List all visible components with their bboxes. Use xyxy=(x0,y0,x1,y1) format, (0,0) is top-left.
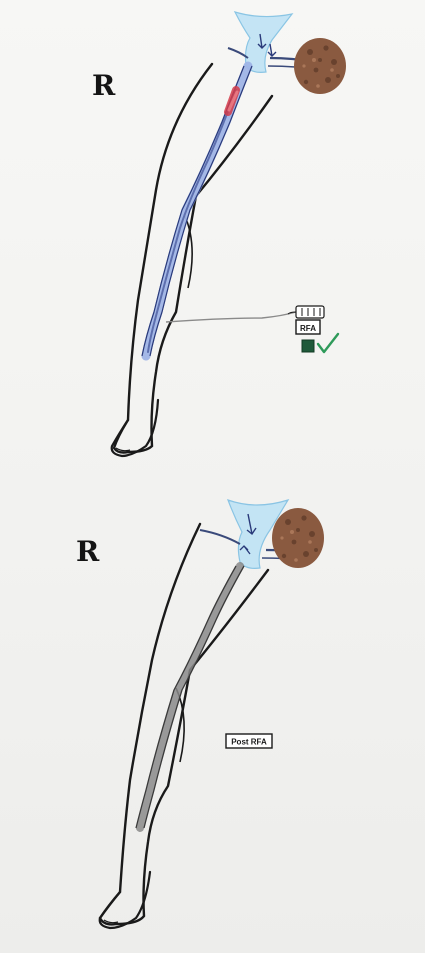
top-junction xyxy=(235,12,292,72)
top-check-mark xyxy=(318,334,338,352)
top-rfa-label: RFA xyxy=(300,324,316,333)
bottom-lymph-node xyxy=(272,508,324,568)
top-side-label: R xyxy=(92,72,115,100)
top-vein-wall-right xyxy=(150,66,252,356)
top-cable xyxy=(166,312,296,322)
bottom-ablated-vein xyxy=(140,566,240,828)
bottom-panel: Post RFA R xyxy=(0,480,425,953)
top-panel: RFA R xyxy=(0,0,425,480)
top-leg-outline-left xyxy=(114,64,212,453)
bottom-post-rfa-label: Post RFA xyxy=(231,738,267,747)
top-branch-left xyxy=(228,48,248,58)
bottom-branch-left xyxy=(200,530,240,544)
bottom-leg-outline-left xyxy=(100,524,200,924)
top-connector xyxy=(288,306,324,318)
top-leg-illustration: RFA xyxy=(0,0,425,480)
top-leg-outline-right xyxy=(128,96,272,452)
bottom-side-label: R xyxy=(76,538,99,566)
top-lymph-node xyxy=(294,38,346,94)
top-generator-panel xyxy=(302,340,314,352)
bottom-leg-illustration: Post RFA xyxy=(0,480,425,953)
bottom-vein-wall-right xyxy=(144,566,244,828)
